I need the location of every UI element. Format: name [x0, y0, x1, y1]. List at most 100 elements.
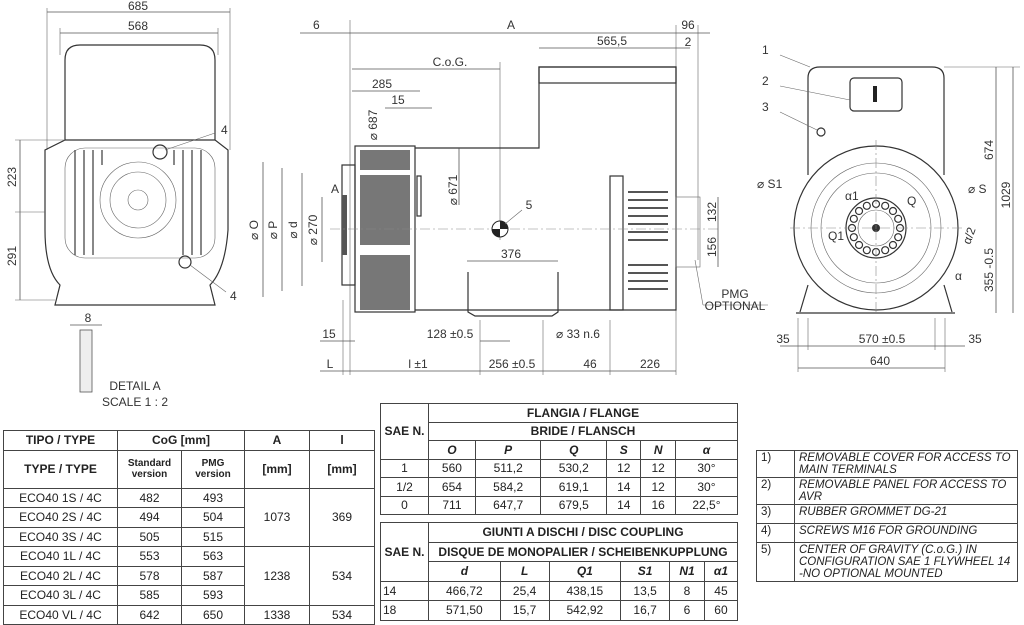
value-cell: 45 — [703, 580, 739, 601]
legend-number: 2) — [756, 477, 795, 505]
header-l-unit: [mm] — [309, 449, 375, 489]
legend-row: 3)RUBBER GROMMET DG-21 — [756, 504, 1018, 524]
cog-pmg-cell: 504 — [181, 507, 245, 528]
column-header: N — [640, 440, 676, 460]
sae-cell: 0 — [380, 495, 429, 515]
dim-46: 46 — [583, 357, 597, 371]
detail-scale: SCALE 1 : 2 — [102, 395, 168, 409]
dim-A: A — [507, 18, 515, 32]
value-cell: 511,2 — [474, 458, 542, 478]
bolt-hole-icon — [888, 240, 898, 250]
column-header: L — [499, 561, 550, 582]
value-cell: 12 — [606, 458, 642, 478]
value-cell: 466,72 — [428, 580, 501, 601]
side-view: 6 A 96 565,5 2 C.o.G. 285 15 ⌀ 687 ⌀ 671… — [247, 18, 768, 375]
bolt-hole-icon — [854, 240, 864, 250]
dim-d: ⌀ d — [286, 221, 300, 238]
dim-L: L — [327, 357, 334, 371]
dim-674: 674 — [982, 140, 996, 160]
value-cell: 60 — [703, 600, 739, 621]
value-cell: 711 — [428, 495, 476, 515]
legend-text: RUBBER GROMMET DG-21 — [794, 504, 1018, 524]
callout-5: 5 — [526, 198, 533, 212]
bolt-hole-icon — [881, 201, 890, 210]
header-type: TYPE / TYPE — [3, 449, 118, 489]
dim-285: 285 — [372, 77, 392, 91]
pmg-optional-label: OPTIONAL — [705, 299, 766, 313]
legend-number: 4) — [756, 523, 795, 543]
dim-35-left: 35 — [776, 332, 790, 346]
type-cell: ECO40 2S / 4C — [3, 507, 118, 528]
value-cell: 438,15 — [548, 580, 622, 601]
flange-subtitle: BRIDE / FLANSCH — [428, 421, 738, 441]
cog-pmg-cell: 493 — [181, 487, 245, 508]
label-alpha1: α1 — [845, 189, 859, 203]
column-header: O — [428, 440, 476, 460]
legend-row: 1)REMOVABLE COVER FOR ACCESS TO MAIN TER… — [756, 450, 1018, 478]
callout-4-lower: 4 — [230, 289, 237, 303]
legend-text: SCREWS M16 FOR GROUNDING — [794, 523, 1018, 543]
callout-1: 1 — [762, 43, 769, 57]
type-cell: ECO40 VL / 4C — [3, 604, 118, 625]
flange-table: SAE N. FLANGIA / FLANGE BRIDE / FLANSCH … — [380, 403, 739, 515]
value-cell: 30° — [674, 477, 739, 497]
dim-685: 685 — [128, 0, 148, 13]
dim-640: 640 — [870, 354, 890, 368]
sae-header: SAE N. — [380, 522, 429, 582]
value-cell: 530,2 — [540, 458, 608, 478]
dim-S1: ⌀ S1 — [757, 177, 783, 191]
dim-687: ⌀ 687 — [366, 109, 380, 140]
dim-671: ⌀ 671 — [446, 174, 460, 205]
header-A-unit: [mm] — [244, 449, 310, 489]
value-cell: 16,7 — [620, 600, 670, 621]
cog-standard-cell: 505 — [117, 526, 182, 547]
value-cell: 12 — [640, 458, 676, 478]
pmg-label: PMG — [721, 287, 748, 301]
value-cell: 16 — [640, 495, 676, 515]
value-cell: 15,7 — [499, 600, 550, 621]
bolt-hole-icon — [881, 246, 890, 255]
A-cell: 1073 — [244, 487, 310, 547]
dim-570: 570 ±0.5 — [859, 332, 906, 346]
cog-standard-cell: 482 — [117, 487, 182, 508]
dim-568: 568 — [128, 19, 148, 33]
header-pmg: PMG version — [181, 449, 245, 489]
sae-cell: 1 — [380, 458, 429, 478]
column-header: S1 — [620, 561, 670, 582]
rear-view: 685 568 223 291 4 4 8 DETAIL A SCALE 1 :… — [5, 0, 237, 409]
label-alpha: α — [955, 269, 962, 283]
header-cog: CoG [mm] — [117, 430, 245, 451]
dim-S: ⌀ S — [968, 182, 987, 196]
dim-132: 132 — [705, 202, 719, 222]
value-cell: 647,7 — [474, 495, 542, 515]
technical-drawing: 685 568 223 291 4 4 8 DETAIL A SCALE 1 :… — [5, 0, 1020, 409]
cog-standard-cell: 585 — [117, 585, 182, 606]
value-cell: 8 — [669, 580, 705, 601]
dim-15-top: 15 — [391, 93, 405, 107]
legend-row: 5)CENTER OF GRAVITY (C.o.G.) IN CONFIGUR… — [756, 542, 1018, 582]
legend-text: REMOVABLE COVER FOR ACCESS TO MAIN TERMI… — [794, 450, 1018, 478]
dim-256: 256 ±0.5 — [489, 357, 536, 371]
type-cell: ECO40 3L / 4C — [3, 585, 118, 606]
legend-text: REMOVABLE PANEL FOR ACCESS TO AVR — [794, 477, 1018, 505]
column-header: α1 — [703, 561, 739, 582]
dim-376: 376 — [501, 247, 521, 261]
bolt-hole-icon — [849, 233, 858, 242]
column-header: N1 — [669, 561, 705, 582]
column-header: d — [428, 561, 501, 582]
cog-pmg-cell: 587 — [181, 565, 245, 586]
value-cell: 14 — [606, 477, 642, 497]
dim-96: 96 — [681, 18, 695, 32]
A-cell: 1238 — [244, 546, 310, 606]
callout-2: 2 — [762, 74, 769, 88]
column-header: S — [606, 440, 642, 460]
cog-pmg-cell: 563 — [181, 546, 245, 567]
bolt-hole-icon — [888, 206, 898, 216]
